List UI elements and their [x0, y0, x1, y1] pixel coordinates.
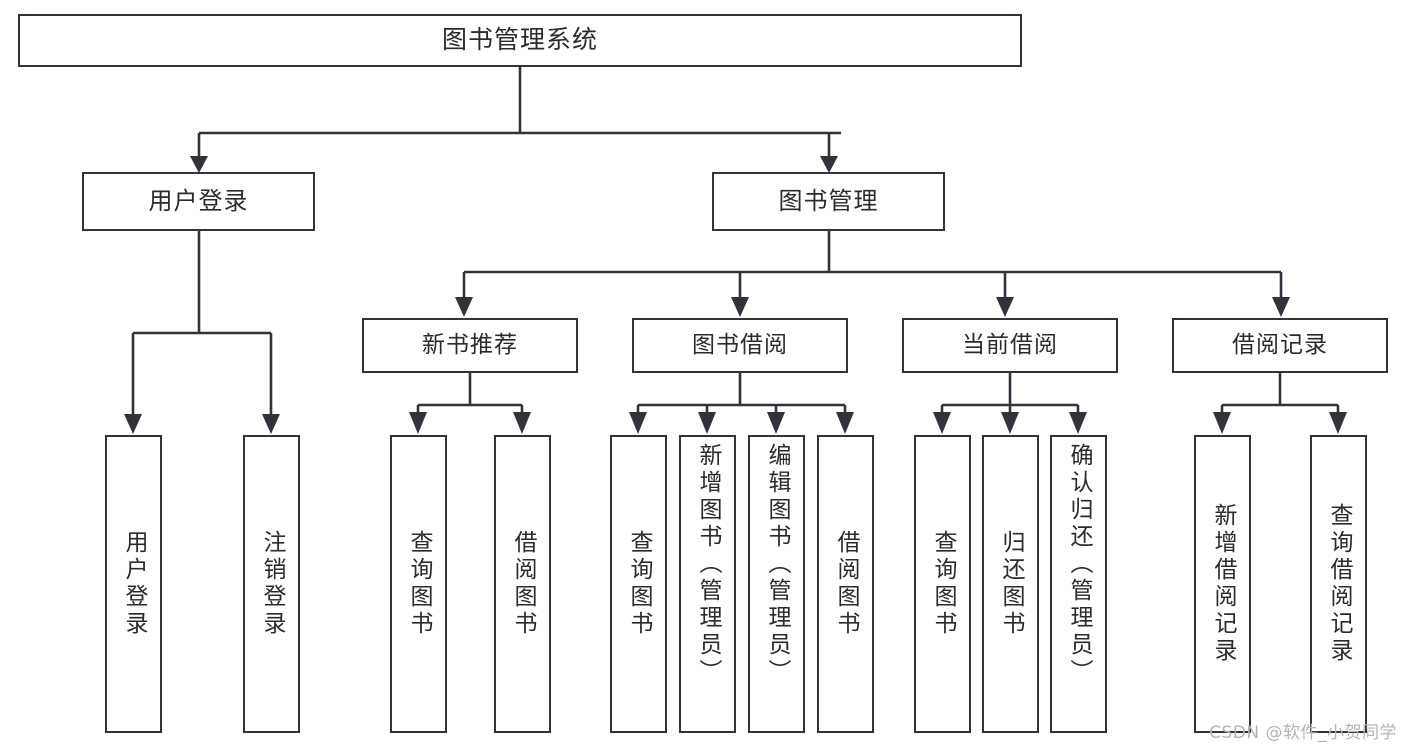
node-label: 新增图书（管理员）: [695, 443, 721, 686]
node-borrow-record[interactable]: 借阅记录: [1172, 318, 1388, 373]
node-label: 新增借阅记录: [1210, 503, 1236, 665]
node-book-borrow[interactable]: 图书借阅: [632, 318, 848, 373]
leaf-new-book-query-book[interactable]: 查询图书: [390, 435, 447, 733]
leaf-user-login-login[interactable]: 用户登录: [105, 435, 162, 733]
node-book-management[interactable]: 图书管理: [712, 172, 945, 231]
node-label: 当前借阅: [962, 332, 1058, 359]
node-label: 借阅图书: [510, 530, 536, 638]
node-new-book-recommend[interactable]: 新书推荐: [362, 318, 578, 373]
leaf-book-borrow-add-book[interactable]: 新增图书（管理员）: [679, 435, 736, 733]
leaf-current-borrow-confirm-return[interactable]: 确认归还（管理员）: [1050, 435, 1107, 733]
node-label: 借阅记录: [1232, 332, 1328, 359]
leaf-new-book-borrow-book[interactable]: 借阅图书: [494, 435, 551, 733]
leaf-borrow-record-add-record[interactable]: 新增借阅记录: [1194, 435, 1251, 733]
node-label: 归还图书: [998, 530, 1024, 638]
node-label: 图书管理系统: [441, 25, 598, 55]
node-current-borrow[interactable]: 当前借阅: [902, 318, 1118, 373]
watermark-text: CSDN @软件_小贺同学: [1209, 723, 1397, 743]
leaf-user-login-logout[interactable]: 注销登录: [243, 435, 300, 733]
node-label: 图书管理: [778, 186, 879, 215]
leaf-book-borrow-edit-book[interactable]: 编辑图书（管理员）: [748, 435, 805, 733]
leaf-book-borrow-borrow-book[interactable]: 借阅图书: [817, 435, 874, 733]
leaf-book-borrow-query-book[interactable]: 查询图书: [610, 435, 667, 733]
node-root-system[interactable]: 图书管理系统: [18, 14, 1022, 67]
node-label: 查询图书: [406, 530, 432, 638]
node-label: 借阅图书: [833, 530, 859, 638]
node-label: 用户登录: [148, 186, 249, 215]
node-label: 图书借阅: [692, 332, 788, 359]
node-label: 新书推荐: [422, 332, 518, 359]
node-label: 查询图书: [626, 530, 652, 638]
node-label: 查询借阅记录: [1326, 503, 1352, 665]
node-user-login[interactable]: 用户登录: [82, 172, 315, 231]
node-label: 用户登录: [121, 530, 147, 638]
node-label: 编辑图书（管理员）: [764, 443, 790, 686]
node-label: 注销登录: [259, 530, 285, 638]
leaf-current-borrow-query-book[interactable]: 查询图书: [914, 435, 971, 733]
node-label: 查询图书: [930, 530, 956, 638]
node-label: 确认归还（管理员）: [1066, 443, 1092, 686]
leaf-borrow-record-query-record[interactable]: 查询借阅记录: [1310, 435, 1367, 733]
leaf-current-borrow-return-book[interactable]: 归还图书: [982, 435, 1039, 733]
